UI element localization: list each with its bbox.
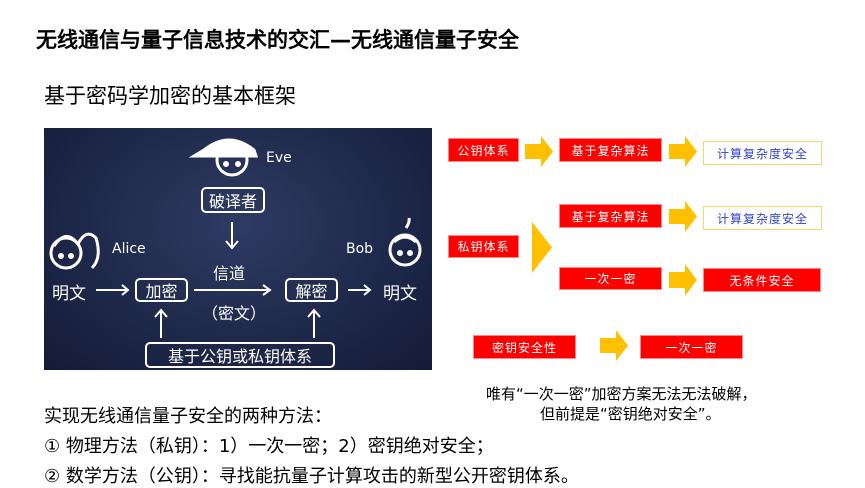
arrow-icon bbox=[669, 201, 697, 232]
crypto-framework-diagram: Eve 破译者 Alice Bob 明文 加密 信道 （密文） 解密 明文 基于… bbox=[44, 128, 432, 370]
right-arrow-icon bbox=[348, 284, 372, 296]
arrow-icon bbox=[669, 136, 697, 167]
encrypt-box: 加密 bbox=[135, 278, 188, 302]
key-security-box: 密钥安全性 bbox=[473, 335, 576, 359]
branch-arrow-icon bbox=[532, 222, 552, 273]
public-key-box: 公钥体系 bbox=[448, 138, 519, 162]
plaintext-right: 明文 bbox=[383, 284, 417, 304]
complexity-security-box-2: 计算复杂度安全 bbox=[703, 206, 822, 230]
plaintext-left: 明文 bbox=[52, 284, 86, 304]
arrow-icon bbox=[525, 136, 553, 167]
unconditional-security-box: 无条件安全 bbox=[703, 268, 821, 292]
down-arrow-icon bbox=[225, 222, 239, 250]
key-system-box: 基于公钥或私钥体系 bbox=[145, 342, 335, 368]
method-mathematical: ② 数学方法（公钥）：寻找能抗量子计算攻击的新型公开密钥体系。 bbox=[44, 466, 579, 487]
right-arrow-icon bbox=[96, 284, 130, 296]
complex-algo-box-2: 基于复杂算法 bbox=[559, 204, 662, 228]
alice-avatar-icon bbox=[49, 232, 100, 270]
page-title: 无线通信与量子信息技术的交汇—无线通信量子安全 bbox=[36, 28, 519, 52]
bob-label: Bob bbox=[346, 241, 374, 257]
methods-heading: 实现无线通信量子安全的两种方法： bbox=[44, 406, 332, 427]
bob-avatar-icon bbox=[388, 217, 422, 267]
diagram-arrows bbox=[96, 222, 372, 338]
alice-label: Alice bbox=[112, 241, 146, 257]
private-key-box: 私钥体系 bbox=[448, 235, 519, 258]
section-subtitle: 基于密码学加密的基本框架 bbox=[44, 84, 296, 108]
channel-arrow-icon bbox=[194, 284, 272, 296]
channel-label: 信道 bbox=[213, 264, 246, 283]
complexity-security-box-1: 计算复杂度安全 bbox=[703, 141, 822, 165]
diagram-graphics bbox=[49, 138, 422, 338]
up-arrow-icon bbox=[307, 308, 321, 338]
eve-label: Eve bbox=[266, 150, 292, 166]
note-line-2: 但前提是“密钥绝对安全”。 bbox=[540, 405, 721, 423]
ciphertext-label: （密文） bbox=[202, 304, 267, 323]
up-arrow-icon bbox=[154, 308, 168, 338]
otp-box-2: 一次一密 bbox=[640, 335, 743, 359]
attacker-box: 破译者 bbox=[201, 187, 265, 213]
complex-algo-box-1: 基于复杂算法 bbox=[559, 138, 662, 162]
eve-avatar-icon bbox=[188, 138, 259, 177]
note-line-1: 唯有“一次一密”加密方案无法无法破解， bbox=[486, 385, 757, 403]
otp-box: 一次一密 bbox=[559, 267, 662, 290]
decrypt-box: 解密 bbox=[285, 278, 338, 302]
arrow-icon bbox=[600, 330, 628, 361]
arrow-icon bbox=[669, 264, 697, 296]
method-physical: ① 物理方法（私钥）：1）一次一密；2）密钥绝对安全； bbox=[44, 436, 494, 457]
